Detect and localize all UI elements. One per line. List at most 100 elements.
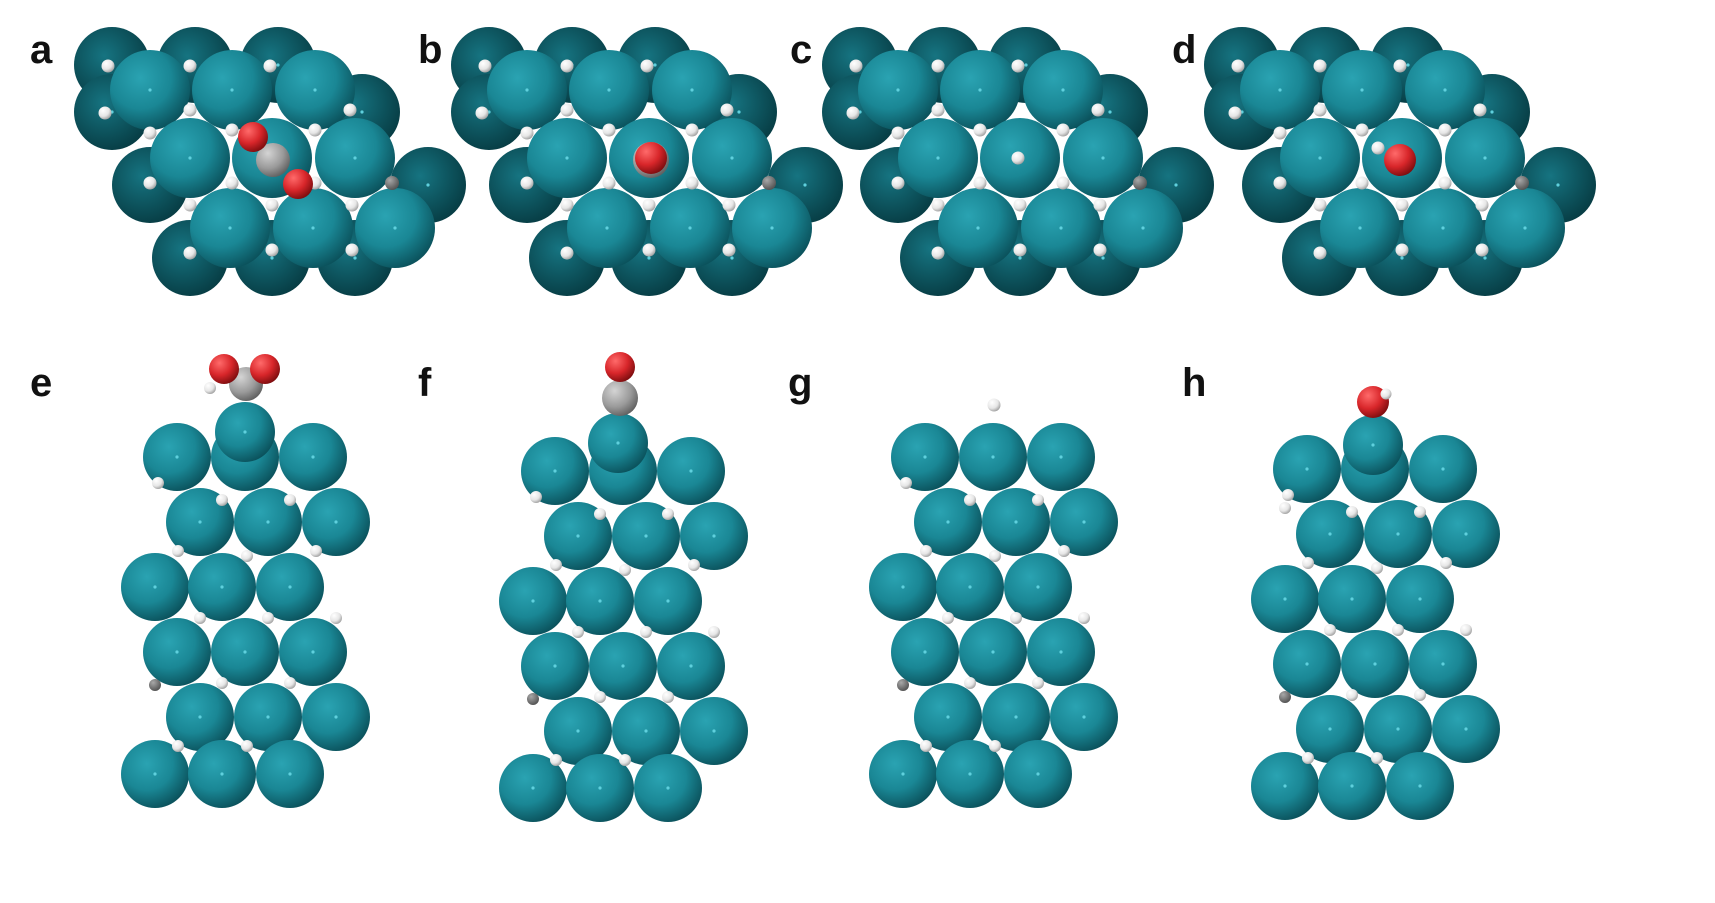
metal-atom-highlight [644,729,648,733]
metal-atom-back-highlight [270,256,274,260]
metal-atom-highlight [666,786,670,790]
metal-atom-back-highlight [737,110,741,114]
metal-atom-highlight [978,88,982,92]
hydrogen-atom-subsurface [762,176,776,190]
metal-atom-highlight [688,226,692,230]
hydrogen-atom [920,740,932,752]
metal-atom-highlight [1059,455,1063,459]
metal-atom-highlight [565,156,569,160]
hydrogen-atom [931,59,945,73]
hydrogen-atom [973,123,987,137]
metal-atom-highlight [525,88,529,92]
hydrogen-atom [1032,494,1044,506]
metal-atom-back-highlight [1400,256,1404,260]
hydrogen-atom [685,123,699,137]
hydrogen-atom [520,126,534,140]
hydrogen-atom [602,123,616,137]
metal-atom-highlight [712,729,716,733]
hydrogen-atom-subsurface [527,693,539,705]
hydrogen-atom [931,103,945,117]
metal-atom-back-highlight [653,63,657,67]
panel-label-g: g [788,361,813,405]
metal-atom-highlight [946,520,950,524]
metal-atom-highlight [1014,715,1018,719]
hydrogen-atom [891,176,905,190]
hydrogen-atom [1313,198,1327,212]
metal-atom-highlight [188,156,192,160]
metal-atom-highlight [175,650,179,654]
metal-atom-highlight [991,650,995,654]
oxygen-atom [605,352,635,382]
hydrogen-atom [642,243,656,257]
metal-atom-highlight [1360,88,1364,92]
metal-atom-highlight [968,585,972,589]
hydrogen-atom-subsurface [385,176,399,190]
hydrogen-atom [1228,106,1242,120]
metal-atom-back-highlight [1483,256,1487,260]
metal-atom-back-highlight [803,183,807,187]
hydrogen-atom [284,677,296,689]
hydrogen-atom [1313,103,1327,117]
hydrogen-atom [846,106,860,120]
metal-atom-highlight [901,585,905,589]
hydrogen-atom [1013,198,1027,212]
metal-atom-back-highlight [1101,256,1105,260]
hydrogen-atom-subsurface [149,679,161,691]
metal-atom-highlight [1059,226,1063,230]
hydrogen-atom [1414,506,1426,518]
hydrogen-atom [1058,545,1070,557]
hydrogen-atom [1011,59,1025,73]
metal-atom-highlight [923,455,927,459]
panel-a-top-view [74,27,466,296]
hydrogen-atom [720,103,734,117]
hydrogen-atom [619,754,631,766]
hydrogen-atom-adsorbate [1371,141,1385,155]
hydrogen-atom [640,59,654,73]
metal-atom-highlight [311,226,315,230]
metal-atom-highlight [1061,88,1065,92]
metal-atom-highlight [598,786,602,790]
hydrogen-atom [345,243,359,257]
hydrogen-atom [1324,624,1336,636]
panel-label-d: d [1172,28,1197,72]
hydrogen-atom [1355,176,1369,190]
hydrogen-atom [662,508,674,520]
oxygen-atom [209,354,239,384]
metal-atom-back-highlight [1490,110,1494,114]
hydrogen-atom [478,59,492,73]
hydrogen-atom [152,477,164,489]
hydrogen-atom [330,612,342,624]
hydrogen-atom [931,198,945,212]
panel-f-side-view [499,352,748,822]
hydrogen-atom [345,198,359,212]
hydrogen-atom [1078,612,1090,624]
hydrogen-atom [550,754,562,766]
metal-atom-back-highlight [1174,183,1178,187]
metal-atom-back-highlight [1024,63,1028,67]
hydrogen-atom [310,545,322,557]
metal-atom-highlight [1082,520,1086,524]
hydrogen-atom-subsurface [1133,176,1147,190]
metal-atom-highlight [1523,226,1527,230]
metal-atom-highlight [148,88,152,92]
metal-atom-highlight [1278,88,1282,92]
metal-atom-highlight [1305,467,1309,471]
metal-atom-highlight [220,585,224,589]
hydrogen-atom [1056,123,1070,137]
hydrogen-atom [594,508,606,520]
metal-atom-highlight [991,455,995,459]
metal-atom-highlight [1443,88,1447,92]
hydrogen-atom [662,691,674,703]
metal-atom-highlight [288,772,292,776]
hydrogen-atom [1473,103,1487,117]
hydrogen-atom-adsorbate [987,398,1001,412]
hydrogen-atom [1313,246,1327,260]
metal-atom-highlight [288,585,292,589]
metal-atom-highlight [690,88,694,92]
hydrogen-atom-subsurface [1515,176,1529,190]
metal-atom-highlight [553,469,557,473]
hydrogen-atom [1475,243,1489,257]
metal-atom-highlight [936,156,940,160]
hydrogen-atom [1282,489,1294,501]
